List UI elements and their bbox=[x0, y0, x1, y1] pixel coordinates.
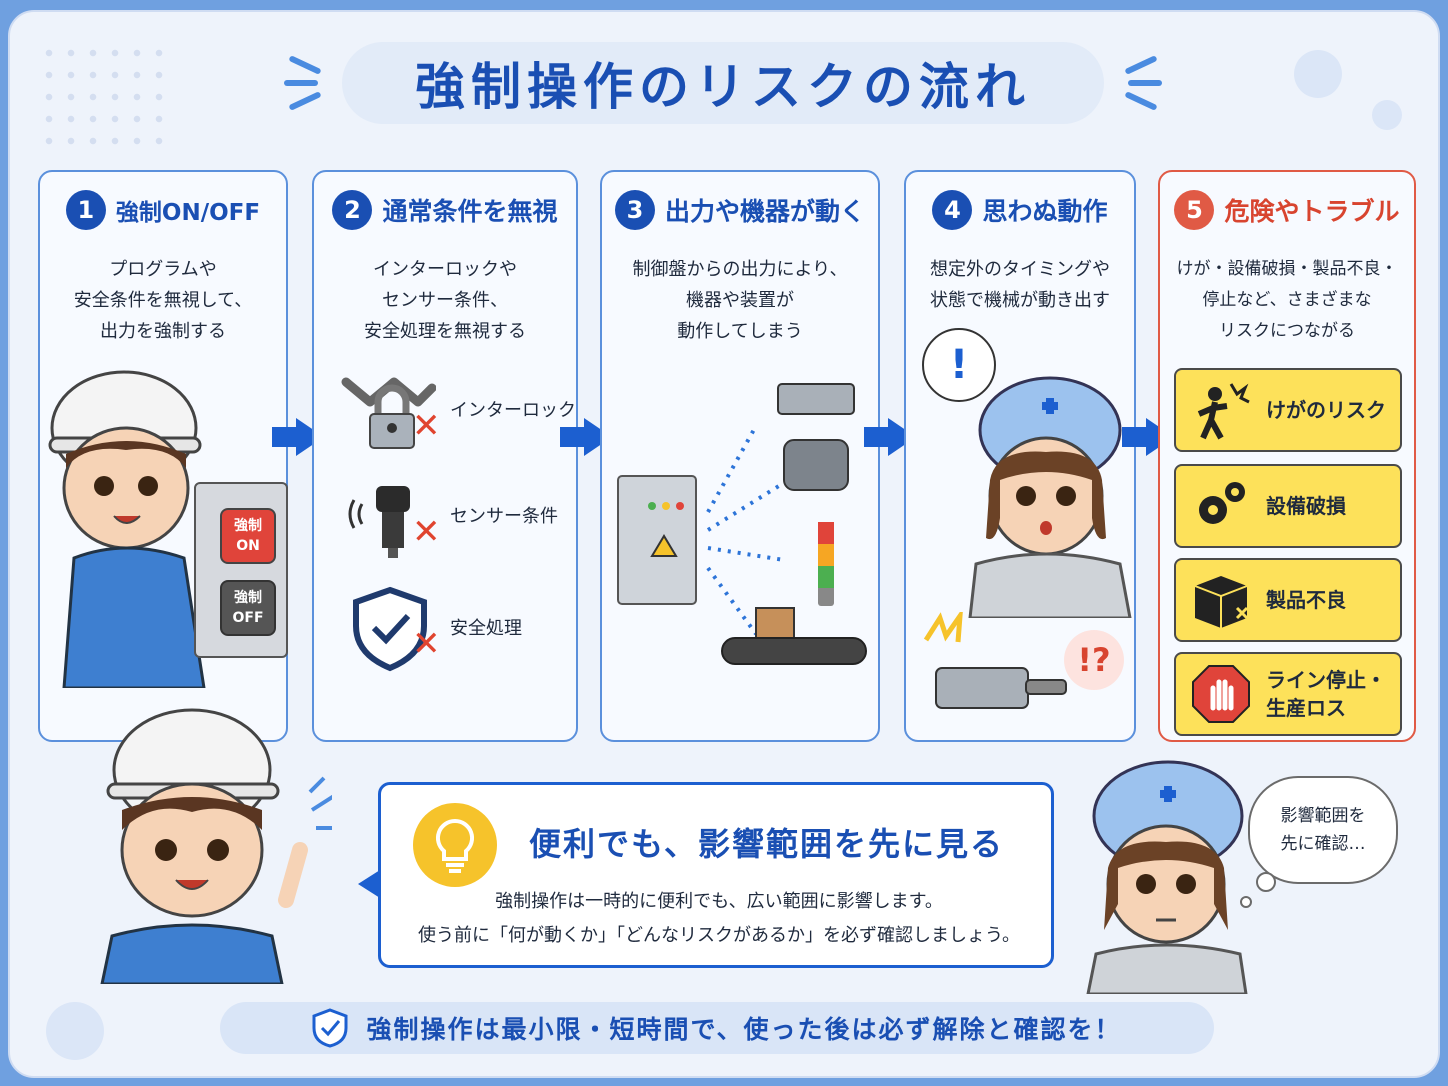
step-description: 想定外のタイミングや 状態で機械が動き出す bbox=[930, 259, 1110, 311]
risk-label: 製品不良 bbox=[1266, 588, 1346, 612]
sensor-icon bbox=[348, 486, 410, 558]
step-description: 制御盤からの出力により、 機器や装置が 動作してしまう bbox=[632, 259, 848, 342]
sensor-row: ✕ センサー条件 bbox=[340, 470, 580, 560]
step-card-4: 4 思わぬ動作 想定外のタイミングや 状態で機械が動き出す ! !? bbox=[904, 170, 1136, 742]
callout-tail bbox=[358, 870, 380, 898]
item-label: センサー条件 bbox=[450, 506, 558, 527]
item-label: インターロック bbox=[450, 400, 576, 421]
decor-dots bbox=[38, 42, 168, 152]
exclaim-bubble: ! bbox=[922, 328, 996, 402]
interlock-row: ✕ インターロック bbox=[340, 364, 580, 454]
step-number: 3 bbox=[614, 190, 655, 230]
step-number: 1 bbox=[65, 190, 106, 230]
step-description: インターロックや センサー条件、 安全処理を無視する bbox=[364, 259, 526, 342]
risk-equipment-damage: 設備破損 bbox=[1174, 464, 1402, 548]
item-label: 安全処理 bbox=[450, 618, 522, 639]
risk-label: 設備破損 bbox=[1266, 494, 1346, 518]
step-title: 思わぬ動作 bbox=[982, 197, 1108, 226]
step-header: 4 思わぬ動作 bbox=[906, 190, 1134, 230]
step-title: 強制ON/OFF bbox=[115, 200, 261, 226]
shield-check-icon bbox=[353, 586, 427, 672]
step-card-5: 5 危険やトラブル けが・設備破損・製品不良・ 停止など、さまざまな リスクにつ… bbox=[1158, 170, 1416, 742]
risk-line-stop: ライン停止・ 生産ロス bbox=[1174, 652, 1402, 736]
broken-box-icon bbox=[1194, 576, 1249, 628]
worried-worker-illustration bbox=[968, 376, 1132, 618]
stop-hand-icon bbox=[1192, 665, 1250, 723]
control-cabinet-devices-illustration bbox=[617, 383, 867, 665]
cylinder-moving-illustration bbox=[923, 612, 1067, 709]
risk-injury: けがのリスク bbox=[1174, 368, 1402, 452]
force-on-button[interactable]: 強制 ON bbox=[220, 508, 276, 564]
padlock-chain-icon bbox=[341, 377, 436, 449]
step-header: 3 出力や機器が動く bbox=[602, 190, 878, 230]
control-panel: 強制 ON 強制 OFF bbox=[194, 482, 288, 658]
safety-row: ✕ 安全処理 bbox=[340, 582, 580, 672]
step-number: 5 bbox=[1174, 190, 1215, 230]
bottom-message: 強制操作は最小限・短時間で、使った後は必ず解除と確認を！ bbox=[366, 1015, 1122, 1044]
decor-bubble bbox=[46, 1002, 104, 1060]
surprise-badge: !? bbox=[1064, 630, 1124, 690]
force-off-button[interactable]: 強制 OFF bbox=[220, 580, 276, 636]
page-title: 強制操作のリスクの流れ bbox=[415, 58, 1031, 116]
step-header: 1 強制ON/OFF bbox=[40, 190, 286, 230]
worker-pointing-up-illustration bbox=[100, 708, 332, 984]
x-mark-icon: ✕ bbox=[412, 512, 441, 552]
injury-person-icon bbox=[1197, 383, 1250, 440]
step-description: プログラムや 安全条件を無視して、 出力を強制する bbox=[73, 259, 253, 342]
risk-label: ライン停止・ 生産ロス bbox=[1266, 668, 1386, 720]
callout-title: 便利でも、影響範囲を先に見る bbox=[529, 825, 1005, 863]
step-number: 2 bbox=[332, 190, 373, 230]
risk-label: けがのリスク bbox=[1266, 398, 1386, 422]
step-title: 通常条件を無視 bbox=[382, 197, 558, 226]
callout-body: 強制操作は一時的に便利でも、広い範囲に影響します。 使う前に「何が動くか」「どん… bbox=[418, 891, 1020, 946]
title-spark bbox=[284, 80, 318, 86]
step-card-3: 3 出力や機器が動く 制御盤からの出力により、 機器や装置が 動作してしまう bbox=[600, 170, 880, 742]
bottom-banner: 強制操作は最小限・短時間で、使った後は必ず解除と確認を！ bbox=[220, 1002, 1214, 1054]
title-spark bbox=[1128, 80, 1162, 86]
x-mark-icon: ✕ bbox=[412, 624, 441, 664]
thought-bubble: 影響範囲を 先に確認… bbox=[1248, 776, 1398, 884]
title-banner: 強制操作のリスクの流れ bbox=[342, 42, 1104, 124]
risk-defective-product: 製品不良 bbox=[1174, 558, 1402, 642]
step-card-2: 2 通常条件を無視 インターロックや センサー条件、 安全処理を無視する ✕ イ… bbox=[312, 170, 578, 742]
step-description: けが・設備破損・製品不良・ 停止など、さまざまな リスクにつながる bbox=[1176, 259, 1398, 341]
step-header: 2 通常条件を無視 bbox=[314, 190, 576, 230]
x-mark-icon: ✕ bbox=[412, 406, 441, 446]
shield-check-icon bbox=[312, 1008, 348, 1048]
thought-dot bbox=[1240, 896, 1252, 908]
step-title: 出力や機器が動く bbox=[664, 197, 865, 226]
tip-callout: 便利でも、影響範囲を先に見る 強制操作は一時的に便利でも、広い範囲に影響します。… bbox=[378, 782, 1054, 968]
thought-dot bbox=[1256, 872, 1276, 892]
step-card-1: 1 強制ON/OFF プログラムや 安全条件を無視して、 出力を強制する 強制 … bbox=[38, 170, 288, 742]
worker-pointing-illustration bbox=[48, 370, 248, 688]
lightbulb-icon bbox=[413, 803, 497, 887]
decor-bubble bbox=[1372, 100, 1402, 130]
step-number: 4 bbox=[932, 190, 973, 230]
step-header: 5 危険やトラブル bbox=[1160, 190, 1414, 230]
thinking-worker-illustration bbox=[1086, 760, 1248, 994]
step-title: 危険やトラブル bbox=[1224, 197, 1400, 226]
gears-icon bbox=[1199, 482, 1245, 524]
decor-bubble bbox=[1294, 50, 1342, 98]
